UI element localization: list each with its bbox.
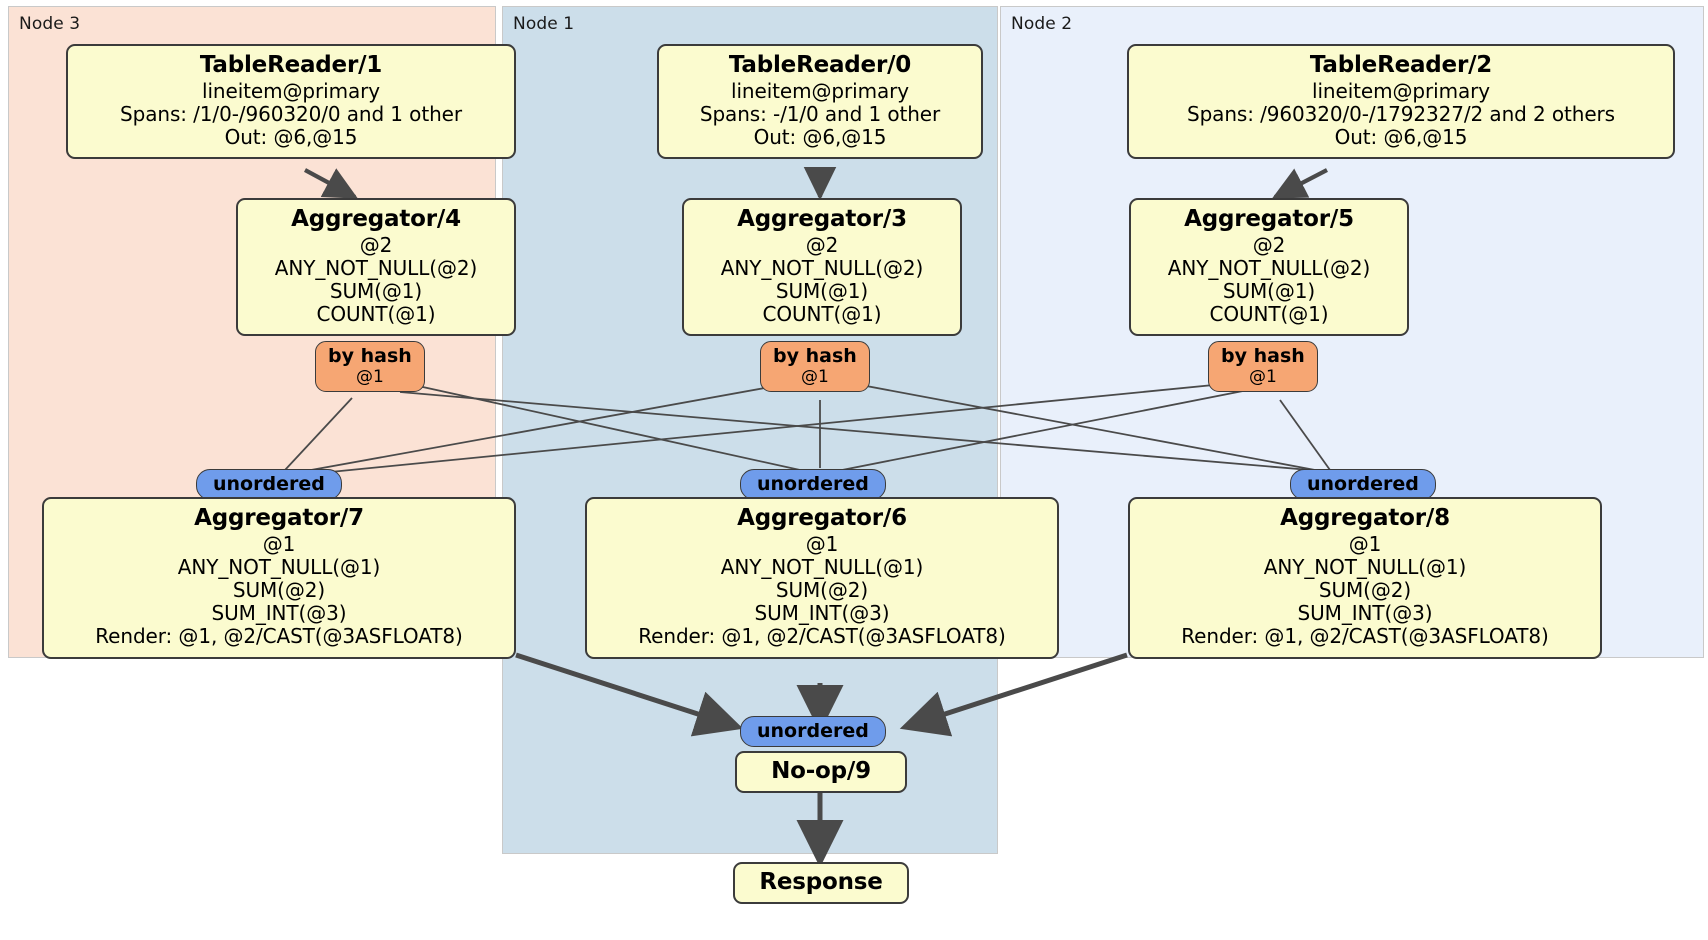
router-by-hash-center[interactable]: by hash @1 [760,341,870,392]
node-panel-label: Node 2 [1011,14,1073,34]
node-panel-label: Node 1 [513,14,575,34]
processor-detail: SUM(@2) [232,578,326,603]
processor-title: Aggregator/8 [1280,505,1450,531]
router-column-label: @1 [355,366,384,387]
processor-detail: ANY_NOT_NULL(@1) [1263,554,1467,579]
processor-table-reader-0[interactable]: TableReader/0 lineitem@primary Spans: -/… [657,44,983,160]
router-unordered-center[interactable]: unordered [740,469,886,500]
processor-detail: SUM(@2) [1318,578,1412,603]
router-kind-label: by hash [773,345,857,367]
processor-detail: ANY_NOT_NULL(@1) [720,554,924,579]
processor-detail: ANY_NOT_NULL(@1) [177,554,381,579]
processor-title: TableReader/2 [1309,52,1493,78]
processor-title: Aggregator/3 [737,206,907,232]
processor-title: Aggregator/5 [1184,206,1354,232]
processor-detail: SUM(@1) [329,279,423,304]
processor-no-op-9[interactable]: No-op/9 [735,751,907,793]
processor-detail: Out: @6,@15 [224,125,358,150]
processor-detail: SUM(@1) [1222,279,1316,304]
processor-title: TableReader/0 [728,52,912,78]
processor-aggregator-5[interactable]: Aggregator/5 @2 ANY_NOT_NULL(@2) SUM(@1)… [1129,198,1409,337]
processor-table-reader-2[interactable]: TableReader/2 lineitem@primary Spans: /9… [1127,44,1675,160]
router-column-label: @1 [800,366,829,387]
processor-aggregator-8[interactable]: Aggregator/8 @1 ANY_NOT_NULL(@1) SUM(@2)… [1128,497,1602,659]
processor-table-reader-1[interactable]: TableReader/1 lineitem@primary Spans: /1… [66,44,516,160]
node-panel-label: Node 3 [19,14,81,34]
processor-detail: Spans: -/1/0 and 1 other [699,101,941,126]
router-kind-label: by hash [328,345,412,367]
processor-detail: SUM(@1) [775,279,869,304]
processor-response[interactable]: Response [733,862,909,904]
processor-detail: Render: @1, @2/CAST(@3ASFLOAT8) [1181,624,1549,649]
processor-detail: @1 [805,531,839,556]
processor-aggregator-6[interactable]: Aggregator/6 @1 ANY_NOT_NULL(@1) SUM(@2)… [585,497,1059,659]
processor-detail: Render: @1, @2/CAST(@3ASFLOAT8) [95,624,463,649]
processor-detail: ANY_NOT_NULL(@2) [720,255,924,280]
router-by-hash-right[interactable]: by hash @1 [1208,341,1318,392]
processor-detail: COUNT(@1) [762,302,882,327]
processor-detail: @2 [359,232,393,257]
processor-detail: Render: @1, @2/CAST(@3ASFLOAT8) [638,624,1006,649]
processor-detail: SUM_INT(@3) [211,601,347,626]
router-unordered-final[interactable]: unordered [740,716,886,747]
processor-detail: @2 [1252,232,1286,257]
processor-detail: lineitem@primary [731,78,909,103]
processor-detail: SUM(@2) [775,578,869,603]
router-unordered-left[interactable]: unordered [196,469,342,500]
processor-title: TableReader/1 [199,52,383,78]
router-kind-label: by hash [1221,345,1305,367]
processor-detail: @1 [262,531,296,556]
processor-detail: Spans: /1/0-/960320/0 and 1 other [120,101,462,126]
processor-title: No-op/9 [771,758,871,784]
processor-detail: ANY_NOT_NULL(@2) [1167,255,1371,280]
processor-detail: SUM_INT(@3) [1297,601,1433,626]
processor-detail: SUM_INT(@3) [754,601,890,626]
processor-title: Response [759,869,883,895]
processor-detail: @2 [805,232,839,257]
router-column-label: @1 [1248,366,1277,387]
processor-detail: COUNT(@1) [1209,302,1329,327]
processor-detail: lineitem@primary [202,78,380,103]
router-unordered-right[interactable]: unordered [1290,469,1436,500]
processor-detail: Out: @6,@15 [1334,125,1468,150]
processor-detail: Out: @6,@15 [753,125,887,150]
processor-detail: COUNT(@1) [316,302,436,327]
processor-detail: @1 [1348,531,1382,556]
processor-title: Aggregator/6 [737,505,907,531]
processor-title: Aggregator/7 [194,505,364,531]
processor-aggregator-4[interactable]: Aggregator/4 @2 ANY_NOT_NULL(@2) SUM(@1)… [236,198,516,337]
router-by-hash-left[interactable]: by hash @1 [315,341,425,392]
processor-detail: ANY_NOT_NULL(@2) [274,255,478,280]
processor-title: Aggregator/4 [291,206,461,232]
processor-aggregator-3[interactable]: Aggregator/3 @2 ANY_NOT_NULL(@2) SUM(@1)… [682,198,962,337]
processor-detail: lineitem@primary [1312,78,1490,103]
processor-detail: Spans: /960320/0-/1792327/2 and 2 others [1186,101,1615,126]
processor-aggregator-7[interactable]: Aggregator/7 @1 ANY_NOT_NULL(@1) SUM(@2)… [42,497,516,659]
